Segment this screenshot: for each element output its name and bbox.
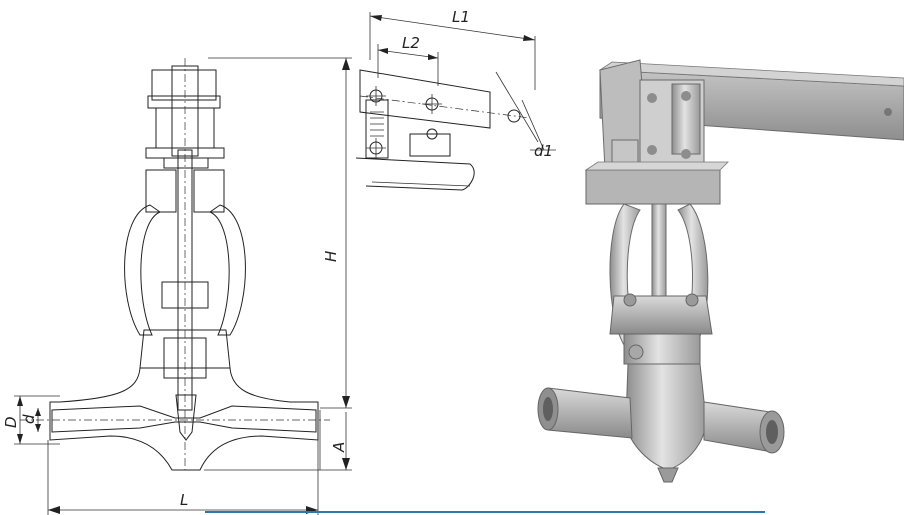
valve-stem xyxy=(177,149,193,411)
valve-3d-model xyxy=(537,59,904,483)
label-a: A xyxy=(330,442,348,453)
valve-section-drawing: H A L D d xyxy=(2,57,352,515)
dim-line-l1 xyxy=(369,15,536,41)
gland-flange xyxy=(609,295,713,335)
label-l: L xyxy=(180,491,188,509)
yoke-right xyxy=(208,204,246,336)
valve-body xyxy=(49,367,319,471)
mounting-detail-drawing: L1 L2 d1 xyxy=(355,8,556,191)
label-l1: L1 xyxy=(452,8,470,26)
yoke-left xyxy=(124,204,162,336)
mount-hole-d1 xyxy=(507,109,521,123)
mounting-plate xyxy=(585,169,721,205)
label-h: H xyxy=(322,251,340,262)
inlet-pipe xyxy=(547,387,633,439)
gland-left xyxy=(145,169,177,213)
valve-body-3d xyxy=(625,363,707,471)
valve-disc xyxy=(175,394,197,441)
mount-bracket xyxy=(365,99,389,159)
gland-right xyxy=(193,169,225,213)
label-d-inner: d xyxy=(20,414,38,424)
bolt-hole xyxy=(426,128,438,140)
label-d-outer: D xyxy=(2,416,20,428)
label-d1: d1 xyxy=(534,142,553,160)
actuator-top xyxy=(151,69,217,101)
stem-coupling xyxy=(161,281,209,309)
label-l2: L2 xyxy=(402,34,420,52)
